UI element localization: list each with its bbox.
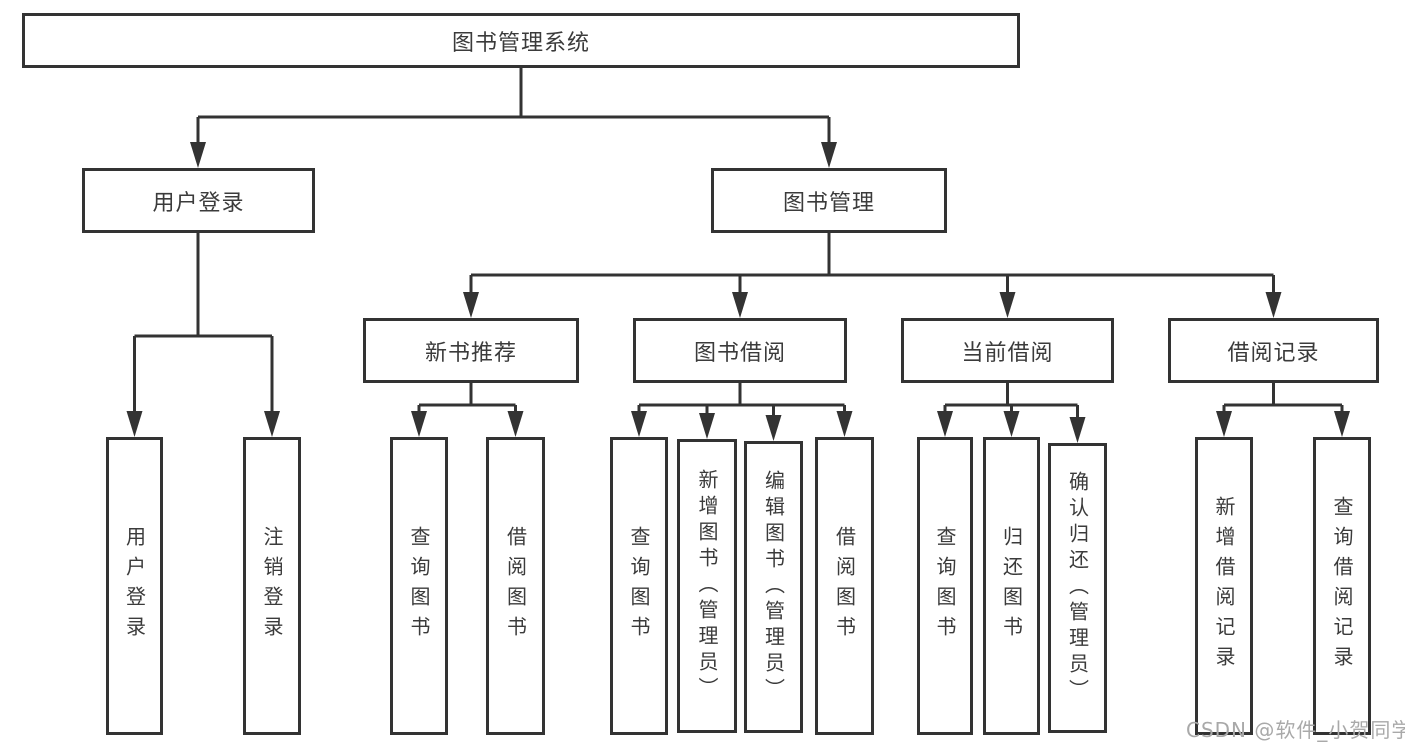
box-borrowing-records: 借阅记录 bbox=[1168, 318, 1379, 383]
leaf-add-borrow-record: 新增借阅记录 bbox=[1195, 437, 1253, 735]
leaf-borrow-books-recommend: 借阅图书 bbox=[486, 437, 545, 735]
leaf-query-books-borrowing: 查询图书 bbox=[610, 437, 668, 735]
connector-path bbox=[133, 68, 1344, 425]
box-book-management: 图书管理 bbox=[711, 168, 947, 233]
leaf-confirm-return-admin: 确认归还（管理员） bbox=[1048, 443, 1107, 733]
leaf-return-books: 归还图书 bbox=[983, 437, 1040, 735]
csdn-watermark: CSDN @软件_小贺同学 bbox=[1186, 718, 1405, 742]
leaf-add-books-admin: 新增图书（管理员） bbox=[677, 439, 737, 733]
box-new-book-recommendation: 新书推荐 bbox=[363, 318, 579, 383]
leaf-borrow-books-borrowing: 借阅图书 bbox=[815, 437, 874, 735]
box-current-borrowing: 当前借阅 bbox=[901, 318, 1114, 383]
box-library-management-system: 图书管理系统 bbox=[22, 13, 1020, 68]
box-user-login: 用户登录 bbox=[82, 168, 315, 233]
leaf-query-books-current: 查询图书 bbox=[917, 437, 973, 735]
box-book-borrowing: 图书借阅 bbox=[633, 318, 847, 383]
arrowhead-icons bbox=[126, 142, 1350, 443]
leaf-query-borrow-record: 查询借阅记录 bbox=[1313, 437, 1371, 735]
leaf-edit-books-admin: 编辑图书（管理员） bbox=[744, 441, 803, 733]
leaf-logout: 注销登录 bbox=[243, 437, 301, 735]
leaf-user-login: 用户登录 bbox=[106, 437, 163, 735]
leaf-query-books-recommend: 查询图书 bbox=[390, 437, 448, 735]
